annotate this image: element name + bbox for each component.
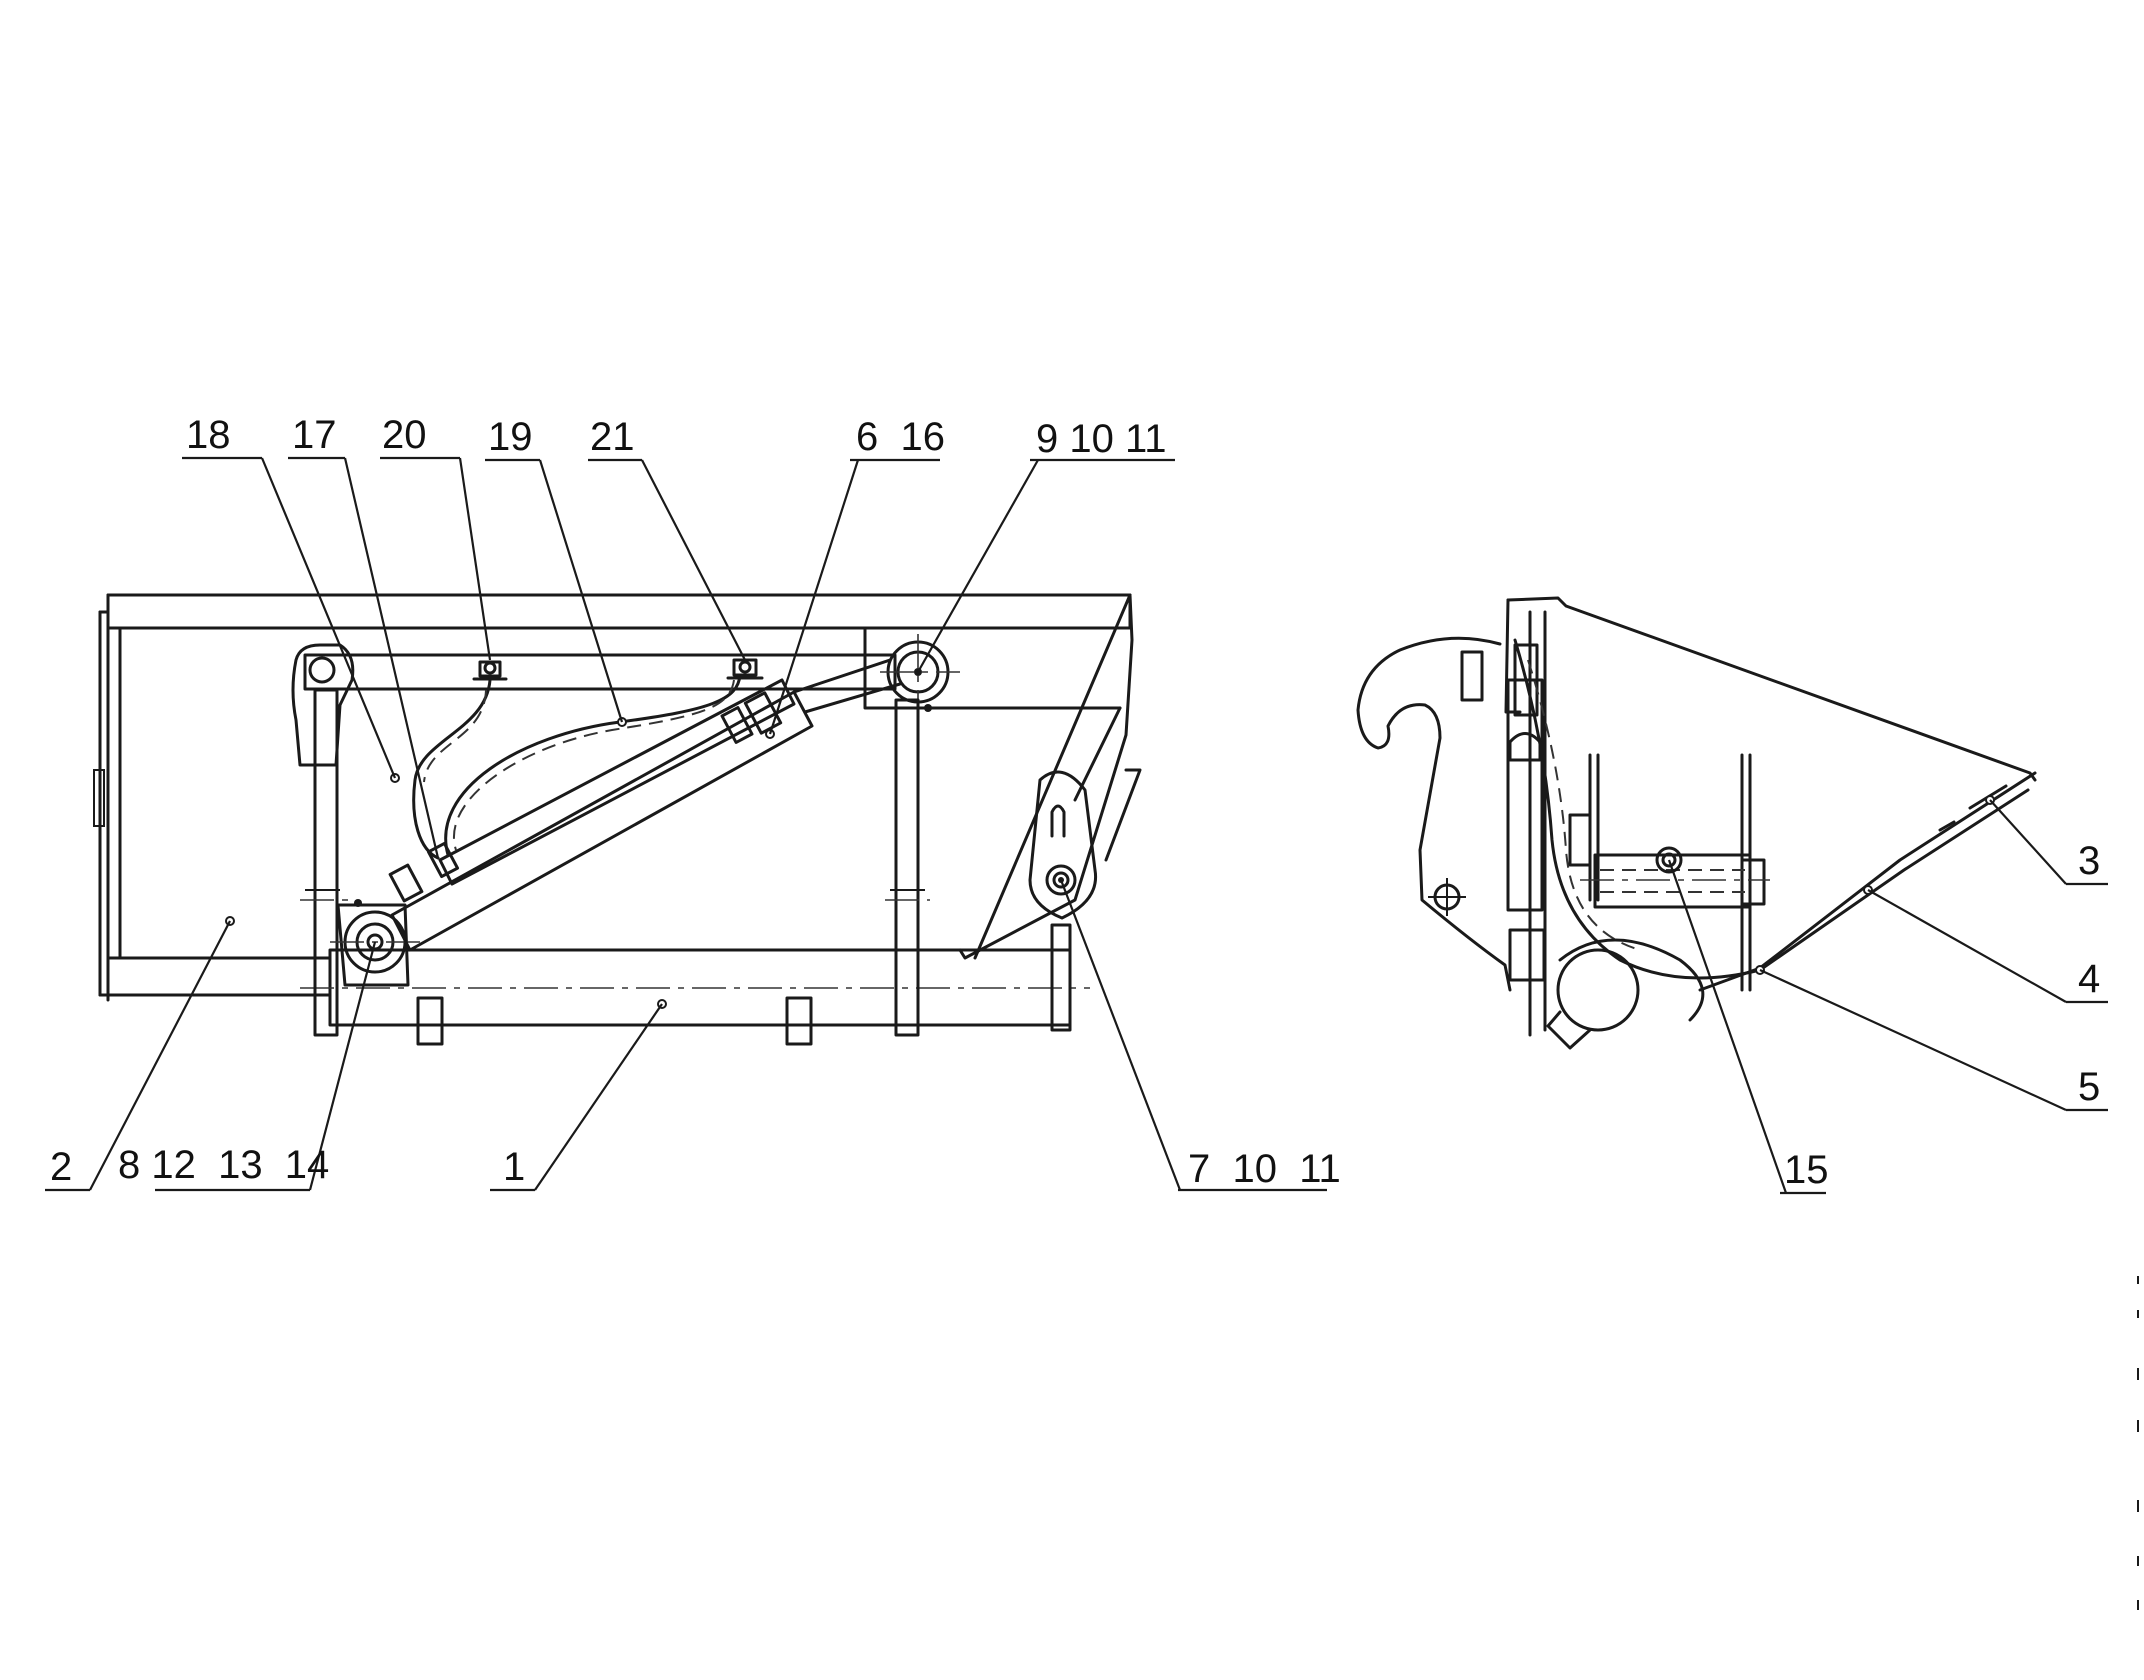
cross-bolt (1580, 846, 1770, 909)
inner-cylinder (1506, 638, 1762, 982)
callout-7-10-11: 7 10 11 (1188, 1147, 1341, 1191)
callout-21: 21 (590, 415, 635, 459)
uprights (300, 688, 930, 1037)
side-view (1356, 596, 2037, 1050)
side-brackets (1568, 753, 1752, 992)
leader-lines (45, 456, 2108, 1195)
bucket-body (93, 593, 1142, 1002)
callout-9-10-11: 9 10 11 (1036, 417, 1167, 461)
top-link (291, 634, 960, 767)
callout-8-12-13-14: 8 12 13 14 (118, 1143, 329, 1187)
callout-4: 4 (2078, 957, 2100, 1001)
hydraulic-cylinder (388, 658, 902, 952)
callout-2: 2 (50, 1145, 72, 1189)
front-view (93, 593, 1142, 1046)
callout-18: 18 (186, 413, 231, 457)
fitting-20 (472, 660, 508, 681)
callout-6-16: 6 16 (856, 415, 945, 459)
fitting-21 (726, 658, 764, 680)
coupler-plate (1356, 636, 1512, 992)
side-pivot (1546, 938, 1705, 1050)
callout-labels: 18 17 20 19 21 6 16 9 10 11 2 8 12 13 14… (50, 413, 2100, 1192)
callout-19: 19 (488, 415, 533, 459)
hoses (412, 658, 764, 860)
side-bucket-shell (1460, 596, 2037, 1037)
front-pivot (1028, 770, 1098, 920)
callout-17: 17 (292, 413, 337, 457)
callout-15: 15 (1784, 1148, 1829, 1192)
callout-20: 20 (382, 413, 427, 457)
callout-1: 1 (503, 1145, 525, 1189)
callout-3: 3 (2078, 839, 2100, 883)
callout-5: 5 (2078, 1065, 2100, 1109)
lower-frame (300, 923, 1090, 1046)
